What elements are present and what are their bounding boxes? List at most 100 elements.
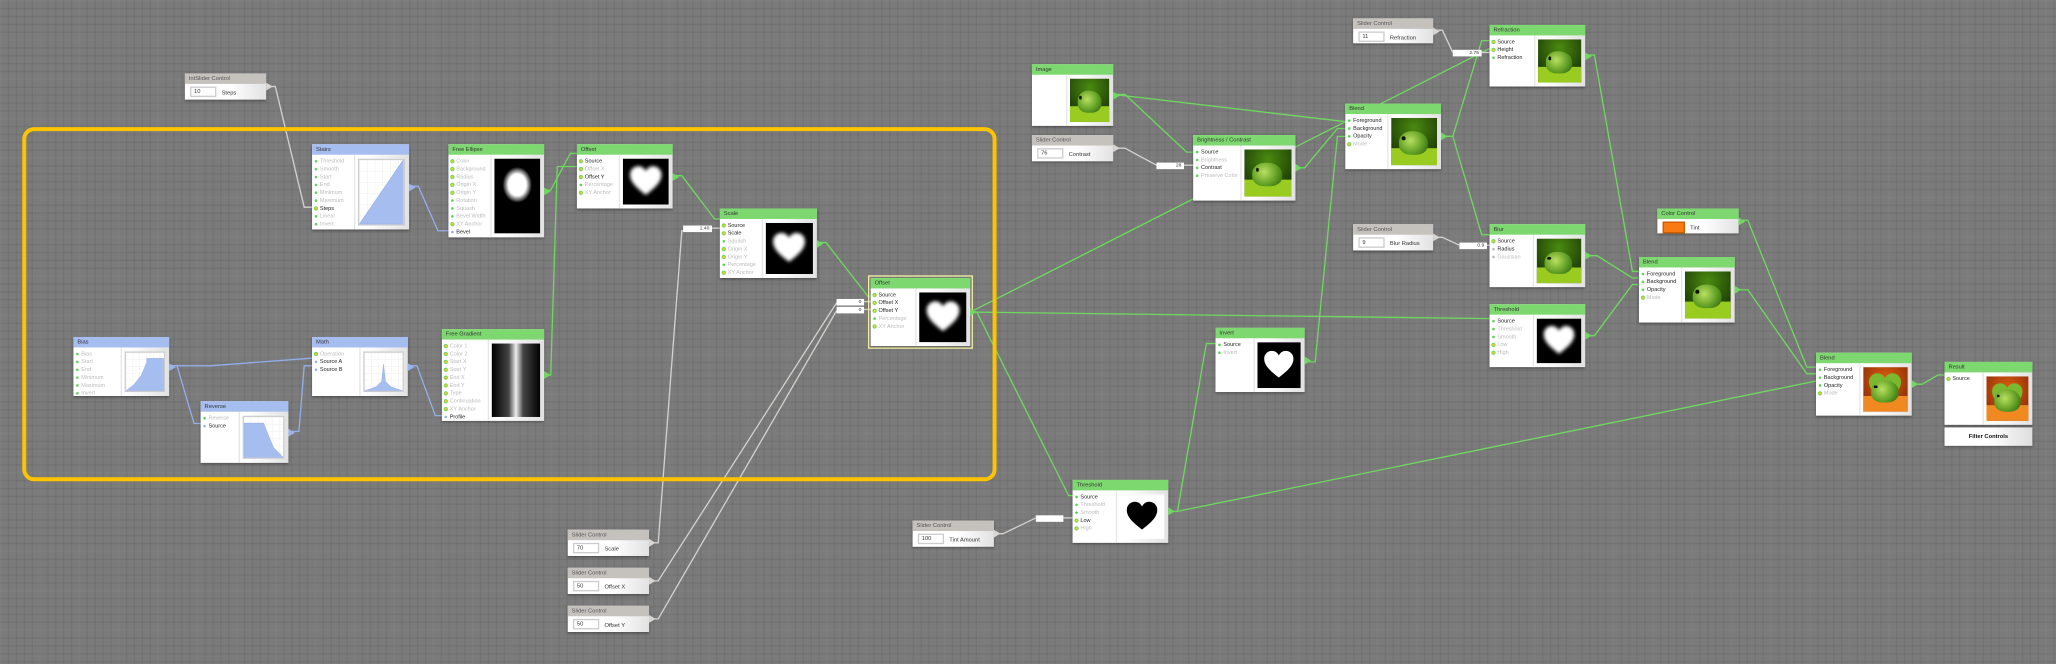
slider-value-field[interactable]: 10 (190, 86, 217, 98)
output-port-icon[interactable] (1911, 380, 1919, 389)
node-title[interactable]: Result (1944, 361, 2033, 373)
output-port-icon[interactable] (1738, 217, 1746, 225)
node-title[interactable]: Refraction (1489, 24, 1586, 36)
input-port[interactable]: Opacity (1816, 382, 1853, 390)
slider-value-field[interactable]: 9 (1358, 237, 1385, 248)
input-port[interactable]: Scale (720, 229, 756, 237)
output-port-icon[interactable] (1585, 331, 1592, 340)
node-title[interactable]: Slider Control (567, 605, 650, 617)
output-port-icon[interactable] (1585, 51, 1592, 60)
tint-value-box[interactable] (1035, 515, 1064, 522)
input-port[interactable]: Origin X (720, 245, 756, 253)
input-port[interactable]: Radius (1490, 245, 1521, 253)
connection-wire[interactable] (1585, 283, 1642, 337)
input-port[interactable]: Color (448, 157, 485, 165)
output-port-icon[interactable] (1585, 251, 1592, 260)
node-title[interactable]: Slider Control (1353, 224, 1434, 235)
input-port[interactable]: Reverse (201, 414, 229, 422)
input-port[interactable]: Mode (1639, 294, 1676, 302)
output-port-icon[interactable] (649, 614, 656, 623)
input-port[interactable]: Brightness (1193, 156, 1237, 164)
contrast-value-box[interactable]: 28 (1156, 162, 1185, 170)
connection-wire[interactable] (1441, 135, 1493, 236)
output-port-icon[interactable] (649, 538, 656, 547)
input-port[interactable]: Maximum (312, 197, 344, 205)
connection-wire[interactable] (1176, 342, 1219, 512)
input-port[interactable]: Source B (312, 366, 344, 374)
input-port[interactable]: Source (1073, 493, 1105, 501)
input-port[interactable]: Squash (448, 205, 485, 213)
output-port-icon[interactable] (1441, 132, 1448, 141)
input-port[interactable]: Source (1490, 317, 1522, 325)
blur-value-box[interactable]: 0.9 (1459, 242, 1487, 250)
input-port[interactable]: Radius (448, 173, 485, 181)
connection-wire[interactable] (1585, 54, 1642, 273)
input-port[interactable]: End X (442, 374, 481, 382)
input-port[interactable]: XY Anchor (720, 269, 756, 277)
input-port[interactable]: Foreground (1816, 366, 1853, 374)
input-port[interactable]: XY Anchor (448, 220, 485, 228)
output-port-icon[interactable] (1113, 144, 1120, 153)
output-port-icon[interactable] (1433, 233, 1440, 242)
input-port[interactable]: Refraction (1490, 54, 1522, 62)
node-title[interactable]: Scale (719, 208, 817, 219)
input-port[interactable]: Percentage (577, 181, 613, 189)
input-port[interactable]: XY Anchor (871, 323, 907, 331)
input-port[interactable]: Background (448, 165, 486, 173)
input-port[interactable]: Background (1639, 278, 1676, 286)
input-port[interactable]: Contrast (1193, 164, 1237, 172)
refraction-value-box[interactable]: 2.75 (1452, 49, 1482, 57)
connection-wire[interactable] (1585, 255, 1642, 279)
input-port[interactable]: Type (442, 389, 481, 397)
input-port[interactable]: Origin Y (448, 189, 485, 197)
input-port[interactable]: Start (312, 173, 344, 181)
input-port[interactable]: Threshold (312, 157, 344, 165)
output-port-icon[interactable] (407, 362, 415, 371)
input-port[interactable]: Bevel (448, 228, 485, 236)
input-port[interactable]: End (312, 181, 344, 189)
slider-value-field[interactable]: 100 (917, 533, 945, 545)
input-port[interactable]: Bias (73, 350, 105, 358)
output-port-icon[interactable] (1304, 355, 1312, 364)
output-port-icon[interactable] (993, 529, 1001, 538)
input-port[interactable]: Threshold (1073, 501, 1105, 509)
node-title[interactable]: Invert (1215, 327, 1305, 339)
input-port[interactable]: End Y (442, 382, 481, 390)
node-title[interactable]: Color Control (1657, 208, 1739, 219)
input-port[interactable]: Start X (442, 358, 481, 366)
node-title[interactable]: Image (1031, 64, 1114, 75)
node-title[interactable]: Bias (73, 336, 170, 348)
input-port[interactable]: Linear (312, 212, 344, 220)
input-port[interactable]: Mode (1816, 389, 1853, 397)
node-title[interactable]: Threshold (1072, 479, 1169, 491)
node-title[interactable]: IntSlider Control (184, 73, 267, 84)
input-port[interactable]: Minimum (73, 374, 105, 382)
node-image[interactable]: Image (1031, 64, 1114, 126)
input-port[interactable]: Source (1490, 38, 1523, 46)
filter-controls-button[interactable]: Filter Controls (1944, 427, 2033, 446)
color-swatch[interactable] (1662, 221, 1685, 234)
output-port-icon[interactable] (169, 362, 176, 371)
input-port[interactable]: Start Y (442, 366, 481, 374)
input-port[interactable]: Mode (1345, 140, 1382, 148)
connection-wire[interactable] (1734, 289, 1820, 375)
input-port[interactable]: Origin Y (720, 253, 756, 261)
input-port[interactable]: Low (1073, 517, 1105, 525)
output-port-icon[interactable] (649, 576, 656, 585)
input-port[interactable]: High (1490, 349, 1522, 357)
input-port[interactable]: Percentage (871, 315, 907, 323)
input-port[interactable]: Offset Y (871, 307, 907, 315)
input-port[interactable]: Bevel Width (448, 212, 486, 220)
node-title[interactable]: Blur (1489, 224, 1586, 235)
